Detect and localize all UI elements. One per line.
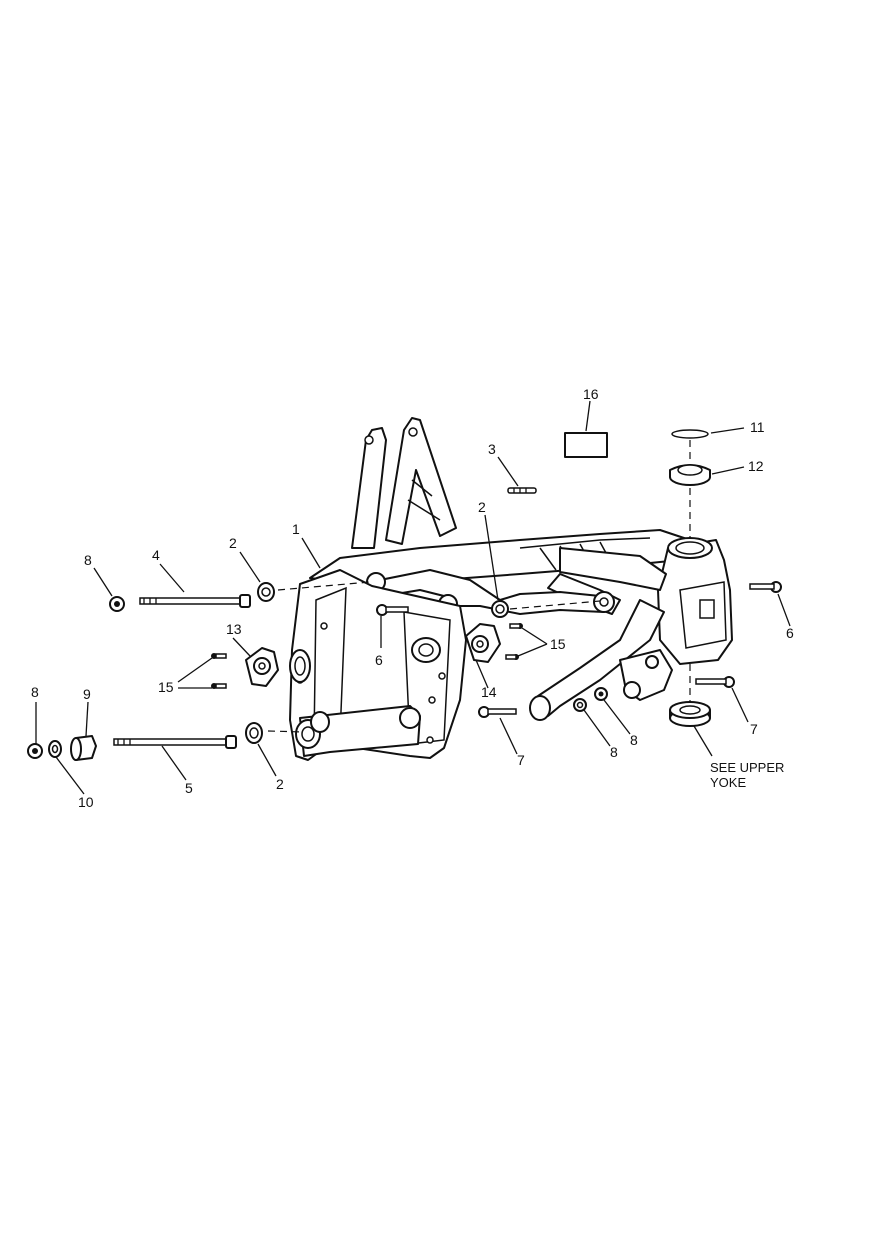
- screw-15-c: [509, 623, 523, 629]
- screw-15-d: [505, 654, 519, 660]
- bolt-5: [113, 735, 237, 749]
- spacer-2-middle: [491, 600, 509, 618]
- note-see-upper-yoke-line2: YOKE: [710, 775, 746, 790]
- bolt-4: [139, 594, 251, 608]
- bolt-7-left: [478, 706, 517, 718]
- cover-plate-13: [245, 647, 279, 687]
- bolt-7-right: [695, 676, 735, 688]
- washer-11: [671, 429, 709, 439]
- callout-8-lower: 8: [31, 684, 39, 700]
- callout-8-front-washer: 8: [610, 744, 618, 760]
- callout-7-left: 7: [517, 752, 525, 768]
- nut-8-front: [594, 687, 608, 701]
- callout-11: 11: [750, 419, 765, 435]
- callout-4: 4: [152, 547, 160, 563]
- callout-10: 10: [78, 794, 94, 810]
- callout-15-right: 15: [550, 636, 566, 652]
- stud-3: [507, 487, 537, 494]
- bolt-6-left: [376, 604, 409, 616]
- spacer-2-lower: [245, 722, 263, 744]
- cover-plate-14: [465, 623, 501, 663]
- callout-14: 14: [481, 684, 497, 700]
- callout-13: 13: [226, 621, 242, 637]
- assembly-lines: [267, 440, 691, 733]
- nut-8-upper: [109, 596, 125, 612]
- callout-1: 1: [292, 521, 300, 537]
- spacer-2-upper: [257, 582, 275, 602]
- bearing-12: [669, 464, 711, 486]
- callout-6-right: 6: [786, 625, 794, 641]
- nut-8-lower: [27, 743, 43, 759]
- bolt-6-right: [749, 581, 782, 593]
- callout-3: 3: [488, 441, 496, 457]
- callout-labels: 16 11 12 3 2 1 2 4 8 6 6 13 15 15 14 8 9…: [31, 386, 794, 810]
- callout-16: 16: [583, 386, 599, 402]
- callout-8-upper: 8: [84, 552, 92, 568]
- label-plate: [564, 432, 608, 458]
- note-see-upper-yoke-line1: SEE UPPER: [710, 760, 784, 775]
- washer-8-front: [573, 698, 587, 712]
- callout-2-upper: 2: [229, 535, 237, 551]
- screw-15-b: [211, 683, 227, 689]
- callout-2-middle: 2: [478, 499, 486, 515]
- sleeve-9: [70, 735, 97, 761]
- lower-bearing: [669, 701, 711, 727]
- callout-2-lower: 2: [276, 776, 284, 792]
- callout-8-front-nut: 8: [630, 732, 638, 748]
- callout-5: 5: [185, 780, 193, 796]
- callout-7-right: 7: [750, 721, 758, 737]
- callout-12: 12: [748, 458, 764, 474]
- leader-lines: [35, 400, 791, 795]
- callout-9: 9: [83, 686, 91, 702]
- screw-15-a: [211, 653, 227, 659]
- washer-10: [48, 740, 62, 758]
- callout-15-left: 15: [158, 679, 174, 695]
- callout-6-left: 6: [375, 652, 383, 668]
